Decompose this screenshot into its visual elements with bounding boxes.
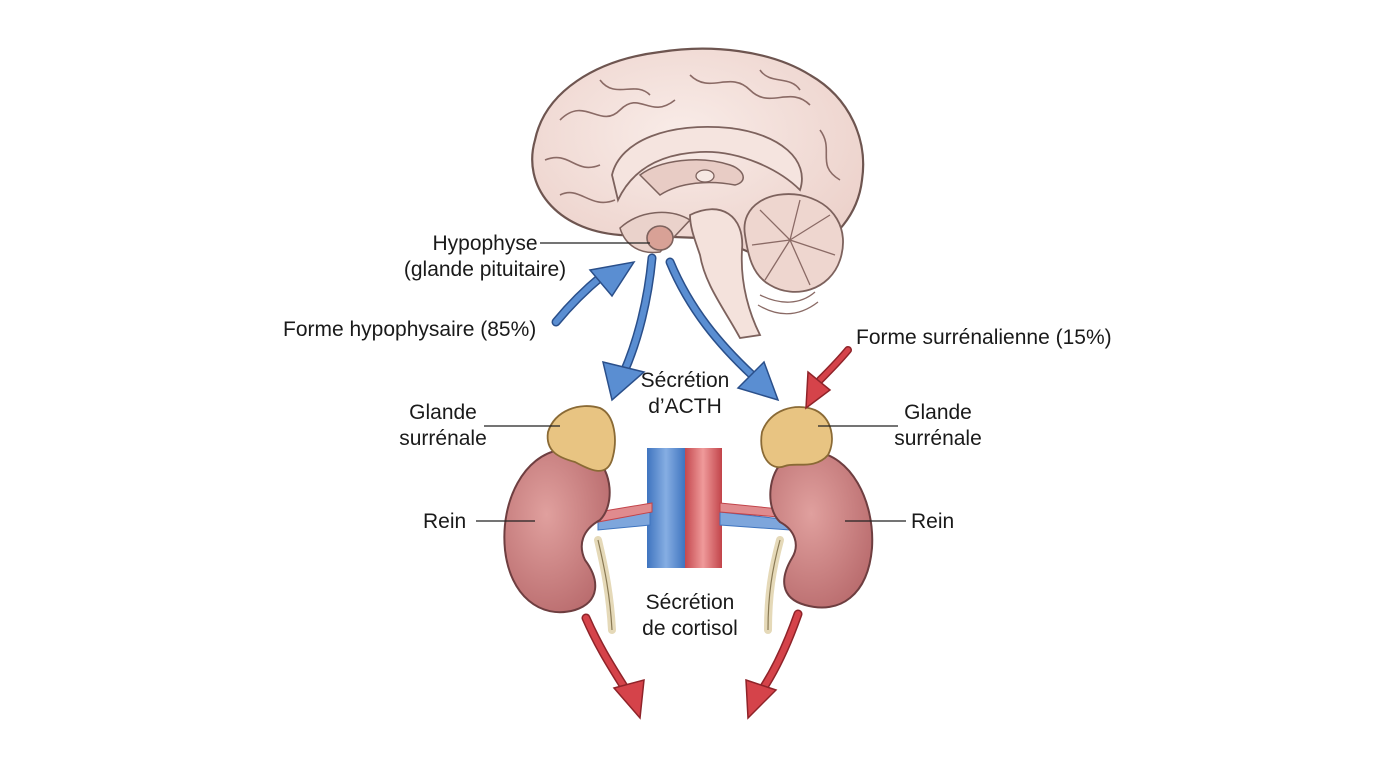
vena-cava (647, 448, 685, 568)
adrenal-form-arrowhead (805, 370, 832, 410)
left-adrenal-gland (546, 405, 616, 472)
left-kidney (503, 405, 616, 634)
aorta (684, 448, 722, 568)
brain (531, 47, 865, 339)
leader-lines (476, 242, 906, 522)
blood-vessels (597, 448, 791, 568)
acth-arrows (551, 253, 780, 402)
pituitary-form-arrowhead (588, 260, 636, 298)
pituitary-form-label: Forme hypophysaire (85%) (283, 318, 537, 341)
left-adrenal-label: Glande surrénale (399, 401, 487, 450)
right-adrenal-gland (760, 406, 833, 469)
cortisol-arrowhead-right (745, 678, 778, 720)
left-kidney-label: Rein (423, 510, 467, 533)
acth-secretion-label: Sécrétion d’ACTH (640, 369, 730, 418)
pituitary-gland (646, 225, 674, 251)
pituitary-label: Hypophyse (glande pituitaire) (403, 232, 567, 281)
right-kidney-label: Rein (911, 510, 955, 533)
adrenal-form-label: Forme surrénalienne (15%) (856, 326, 1112, 349)
acth-arrowhead-right (736, 360, 780, 402)
cerebellum (743, 193, 844, 315)
right-kidney (760, 406, 874, 634)
acth-arrowhead-left (601, 360, 646, 402)
cortisol-secretion-label: Sécrétion de cortisol (642, 591, 738, 640)
right-adrenal-label: Glande surrénale (894, 401, 982, 450)
cortisol-arrowhead-left (612, 678, 645, 720)
cortisol-arrows (581, 346, 852, 720)
